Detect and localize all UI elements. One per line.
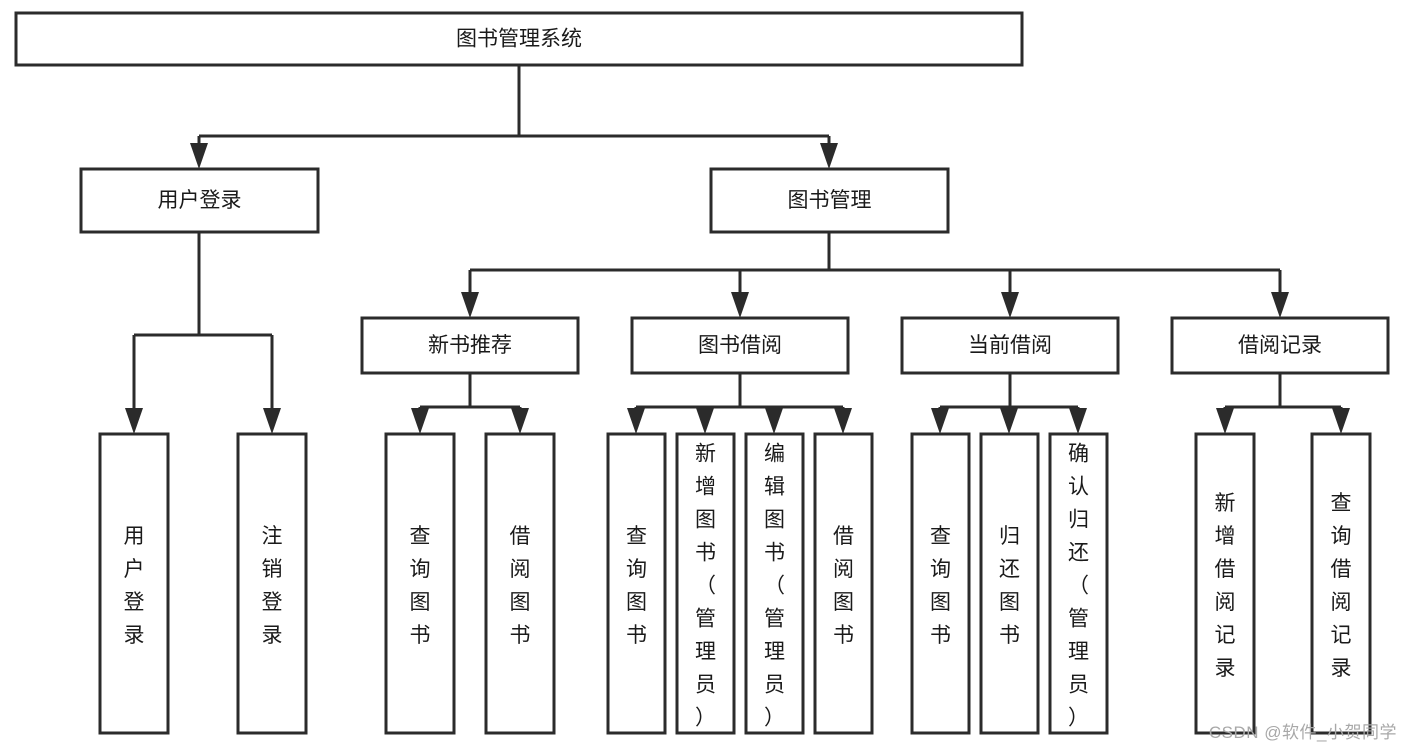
function-leaf-borrow-borrow-book-box[interactable] (813, 432, 874, 735)
function-leaf-user-login-label: 用户登录 (124, 525, 145, 647)
csdn-watermark: CSDN @软件_小贺同学 (1208, 723, 1397, 742)
arrow-head-icon (765, 408, 783, 434)
function-leaf-user-login-box[interactable] (98, 432, 170, 735)
function-leaf-cur-confirm-return-box[interactable] (1048, 432, 1109, 735)
function-leaf-rec-add-record-label: 新增借阅记录 (1215, 492, 1236, 680)
submodule-borrow-record-label: 借阅记录 (1238, 334, 1322, 357)
arrow-head-icon (731, 292, 749, 318)
arrow-head-icon (931, 408, 949, 434)
function-leaf-borrow-query-book-box[interactable] (606, 432, 667, 735)
arrow-head-icon (511, 408, 529, 434)
function-leaf-cur-return-book-label: 归还图书 (999, 525, 1020, 647)
function-leaf-rec-query-record-label: 查询借阅记录 (1331, 492, 1352, 680)
arrow-head-icon (125, 408, 143, 434)
function-leaf-cur-return-book-box[interactable] (979, 432, 1040, 735)
arrow-head-icon (627, 408, 645, 434)
arrow-head-icon (1271, 292, 1289, 318)
function-leaf-cur-query-book-box[interactable] (910, 432, 971, 735)
module-user-login-box[interactable] (79, 167, 320, 234)
arrow-head-icon (696, 408, 714, 434)
arrow-head-icon (1001, 292, 1019, 318)
function-leaf-rec-borrow-book-label: 借阅图书 (510, 525, 531, 647)
arrow-head-icon (263, 408, 281, 434)
function-leaf-user-logout-label: 注销登录 (262, 525, 283, 647)
arrow-head-icon (820, 143, 838, 169)
arrow-head-icon (461, 292, 479, 318)
function-leaf-borrow-add-book-box[interactable] (675, 432, 736, 735)
nodes-layer: 图书管理系统用户登录图书管理新书推荐图书借阅当前借阅借阅记录用户登录注销登录查询… (14, 11, 1390, 735)
arrow-head-icon (1216, 408, 1234, 434)
root-node-box[interactable] (14, 11, 1024, 67)
function-leaf-rec-query-book-label: 查询图书 (410, 525, 431, 647)
submodule-new-book-recommend-box[interactable] (360, 316, 580, 375)
function-leaf-borrow-query-book-label: 查询图书 (626, 525, 647, 647)
submodule-current-borrow-box[interactable] (900, 316, 1120, 375)
function-leaf-user-logout-box[interactable] (236, 432, 308, 735)
module-user-login-label: 用户登录 (158, 189, 242, 212)
arrow-head-icon (1332, 408, 1350, 434)
function-leaf-cur-query-book-label: 查询图书 (930, 525, 951, 647)
function-leaf-rec-query-book-box[interactable] (384, 432, 456, 735)
function-leaf-rec-add-record-box[interactable] (1194, 432, 1256, 735)
function-leaf-rec-query-record-box[interactable] (1310, 432, 1372, 735)
arrow-head-icon (411, 408, 429, 434)
function-leaf-borrow-add-book-label: 新增图书（管理员） (695, 443, 716, 730)
arrow-head-icon (1069, 408, 1087, 434)
submodule-new-book-recommend-label: 新书推荐 (428, 334, 512, 357)
function-leaf-cur-confirm-return-label: 确认归还（管理员） (1068, 443, 1089, 730)
arrow-head-icon (1000, 408, 1018, 434)
function-leaf-borrow-edit-book-label: 编辑图书（管理员） (764, 443, 785, 730)
submodule-book-borrow-box[interactable] (630, 316, 850, 375)
function-leaf-borrow-edit-book-box[interactable] (744, 432, 805, 735)
arrow-head-icon (190, 143, 208, 169)
module-book-manage-box[interactable] (709, 167, 950, 234)
arrow-head-icon (834, 408, 852, 434)
root-node-label: 图书管理系统 (456, 28, 582, 51)
submodule-book-borrow-label: 图书借阅 (698, 334, 782, 357)
function-leaf-rec-borrow-book-box[interactable] (484, 432, 556, 735)
submodule-borrow-record-box[interactable] (1170, 316, 1390, 375)
connectors-layer (125, 65, 1350, 434)
module-book-manage-label: 图书管理 (788, 189, 872, 212)
submodule-current-borrow-label: 当前借阅 (968, 334, 1052, 357)
function-leaf-borrow-borrow-book-label: 借阅图书 (833, 525, 854, 647)
